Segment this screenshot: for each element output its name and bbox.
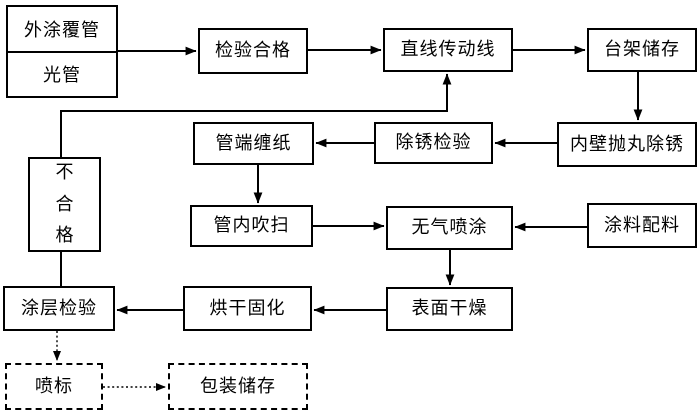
node-incoming-inspection: 检验合格 [198, 28, 308, 74]
node-inner-wall-shot-blast-derusting: 内壁抛丸除锈 [557, 122, 697, 167]
node-in-pipe-purging: 管内吹扫 [190, 205, 313, 247]
node-straight-conveyor-line: 直线传动线 [383, 28, 513, 72]
node-spray-marking: 喷标 [5, 363, 103, 410]
node-pipe-end-paper-wrap: 管端缠纸 [193, 122, 314, 165]
node-bare-pipe: 光管 [43, 65, 81, 86]
node-derusting-inspection: 除锈检验 [374, 122, 493, 164]
node-rack-storage: 台架储存 [587, 28, 697, 72]
node-surface-drying: 表面干燥 [386, 287, 513, 331]
node-coated-pipe: 外涂覆管 [8, 7, 116, 53]
node-unqualified: 不合格 [28, 157, 101, 252]
unqualified-label: 不合格 [55, 162, 74, 246]
node-packing-storage: 包装储存 [168, 363, 308, 410]
node-input-pipes: 外涂覆管 光管 [6, 5, 118, 98]
node-coating-inspection: 涂层检验 [3, 286, 115, 331]
edge-unqualified-return-to-conveyor [60, 73, 452, 157]
node-coating-material-batching: 涂料配料 [587, 203, 697, 248]
node-airless-spraying: 无气喷涂 [386, 206, 513, 250]
node-bake-curing: 烘干固化 [183, 286, 312, 331]
